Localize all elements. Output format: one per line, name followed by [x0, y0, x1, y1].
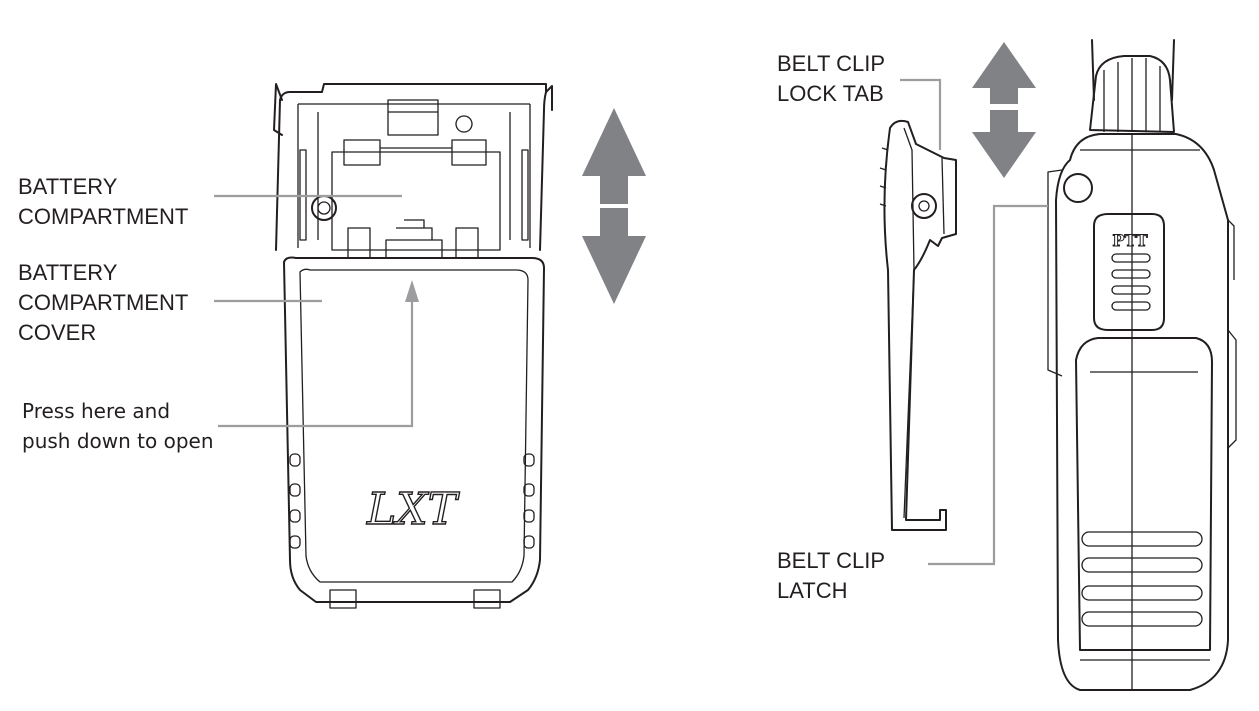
press-instruction-line-1: Press here and [22, 399, 171, 423]
battery-compartment-line-2: COMPARTMENT [18, 204, 189, 229]
slide-direction-arrow [582, 108, 646, 304]
belt-clip [879, 119, 957, 531]
cover-grip-dots-right [523, 453, 535, 549]
ptt-label: PTT [1112, 231, 1147, 250]
radio-back-view: LXT [273, 83, 553, 609]
battery-cover-line-1: BATTERY [18, 260, 118, 285]
clip-direction-arrow [972, 42, 1036, 178]
lock-tab-line-1: BELT CLIP [777, 51, 886, 76]
leader-belt-clip-latch [928, 204, 1048, 566]
radio-side-view: PTT [1047, 39, 1237, 691]
press-instruction-label: Press here and push down to open [22, 396, 214, 456]
lock-tab-line-2: LOCK TAB [777, 81, 884, 106]
press-instruction-line-2: push down to open [22, 429, 214, 453]
side-vent-slots [1081, 531, 1203, 627]
belt-clip-latch-label: BELT CLIP LATCH [777, 546, 885, 606]
battery-cover-label: BATTERY COMPARTMENT COVER [18, 258, 188, 348]
battery-compartment-label: BATTERY COMPARTMENT [18, 172, 188, 232]
battery-cover-line-2: COMPARTMENT [18, 290, 189, 315]
cover-grip-dots-left [289, 453, 301, 549]
battery-cover-line-3: COVER [18, 320, 97, 345]
latch-line-2: LATCH [777, 578, 848, 603]
press-here-pointer [218, 280, 419, 428]
leader-lock-tab [900, 78, 942, 150]
lxt-logo: LXT [366, 484, 461, 535]
battery-compartment-line-1: BATTERY [18, 174, 118, 199]
latch-line-1: BELT CLIP [777, 548, 886, 573]
belt-clip-lock-tab-label: BELT CLIP LOCK TAB [777, 49, 885, 109]
